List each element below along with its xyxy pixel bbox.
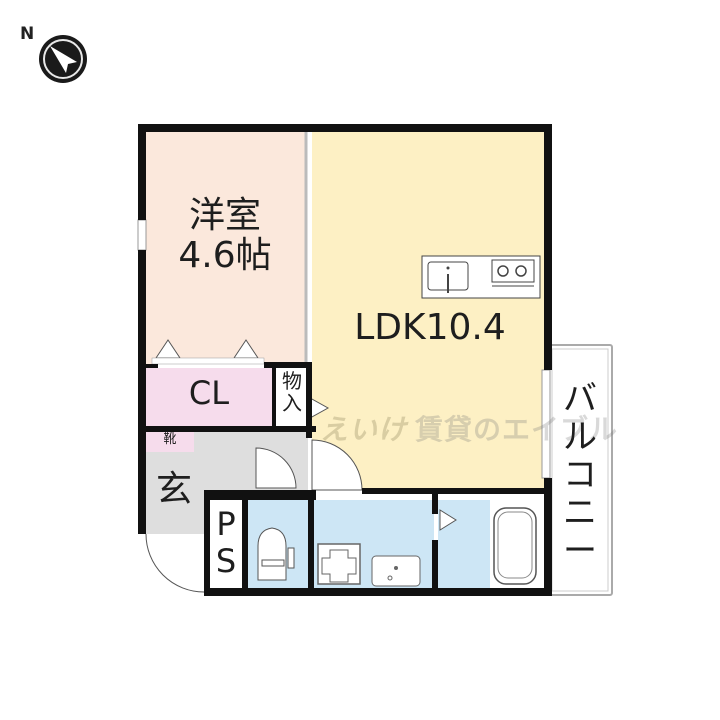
balcony-char: ル [563, 417, 597, 458]
western-room-label: 洋室 4.6帖 [150, 196, 300, 275]
storage-char-1: 物 [282, 369, 302, 393]
closet-label: CL [188, 374, 230, 412]
storage-char-2: 入 [282, 391, 302, 415]
ldk-fill [312, 132, 544, 490]
ldk-label: LDK10.4 [354, 307, 506, 348]
toilet-fixture [257, 527, 295, 581]
shoe-box-fill [146, 432, 194, 452]
storage-label: 物 入 [276, 370, 308, 414]
balcony-char: コ [563, 455, 597, 496]
balcony-char: バ [563, 379, 597, 419]
pipe-space-label: P S [210, 506, 242, 580]
western-room-fill [146, 132, 306, 364]
western-room-name: 洋室 [188, 195, 261, 236]
storage-fill [276, 368, 308, 426]
bathtub [493, 507, 537, 585]
ps-char-2: S [215, 541, 237, 580]
closet-fill [146, 368, 272, 426]
pipe-space-fill [210, 500, 242, 588]
washing-machine-pan [317, 543, 361, 585]
watermark: えいけ賃貸のエイブル [320, 408, 618, 448]
north-arrow-icon [39, 35, 87, 83]
walls [138, 124, 552, 596]
entrance-label: 玄 [155, 469, 192, 510]
balcony-char: ー [563, 531, 597, 572]
balcony-char: ニ [563, 493, 597, 534]
kitchen-counter [421, 255, 541, 299]
north-label: N [20, 24, 35, 44]
balcony-label: バ ル コ ニ ー [552, 380, 608, 570]
watermark-logo: えいけ [320, 413, 408, 446]
western-room-size: 4.6帖 [178, 234, 272, 276]
vanity-sink [371, 555, 421, 587]
shoe-box-label: 靴 [163, 432, 177, 447]
watermark-text: 賃貸のエイブル [415, 413, 619, 446]
ps-char-1: P [216, 505, 236, 543]
